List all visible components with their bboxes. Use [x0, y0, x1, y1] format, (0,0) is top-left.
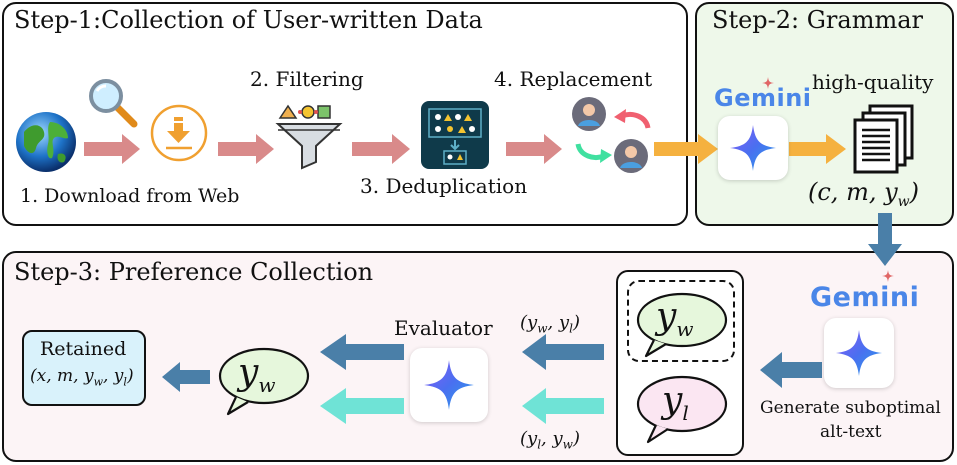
preferred-candidate-dashed-box — [627, 280, 735, 362]
arrow-pair-to-evaluator — [522, 334, 604, 370]
bubble-yw-main: y — [656, 296, 677, 337]
gemini-star-icon — [730, 125, 776, 171]
generate-label-line2: alt-text — [820, 422, 882, 442]
bubble-yw-sub: w — [676, 317, 694, 342]
swap-arrow-red-icon — [614, 109, 651, 129]
step3-title: Step-3: Preference Collection — [14, 258, 374, 286]
bubble-yl-sub: l — [682, 401, 689, 426]
arrow-evaluator-to-winner — [320, 334, 404, 370]
step1-title: Step-1:Collection of User-written Data — [14, 6, 483, 34]
replacement-label: 4. Replacement — [494, 67, 653, 91]
gemini-star-icon — [424, 360, 474, 410]
gemini-spark-icon — [882, 270, 894, 282]
deduplication-label: 3. Deduplication — [360, 174, 528, 198]
step2-title: Step-2: Grammar — [712, 6, 923, 34]
winner-text: yw — [238, 352, 275, 397]
bubble-yw-shape — [636, 292, 728, 358]
retained-s1: w — [93, 375, 103, 389]
output-tuple: (c, m, yw) — [808, 178, 919, 210]
evaluator-label: Evaluator — [394, 316, 493, 340]
retained-tuple: (x, m, yw, yl) — [30, 366, 134, 388]
arrow-step2-to-step3 — [868, 213, 902, 266]
arrow-to-gemini — [654, 134, 718, 164]
deduplication-icon — [421, 101, 489, 169]
winner-sub: w — [258, 373, 276, 398]
pair-top-s1: w — [537, 321, 548, 336]
pair-label-bottom: (yl, yw) — [520, 428, 580, 452]
gemini-logo-step2: Gemini — [714, 84, 812, 112]
pair-bottom-s2: w — [562, 437, 573, 452]
retained-label: Retained — [40, 338, 127, 360]
bubble-yl-main: y — [662, 380, 683, 421]
arrow-replace — [506, 134, 562, 164]
gemini-logo-step3: Gemini — [810, 282, 920, 313]
pair-bottom-mid: , y — [541, 428, 563, 449]
download-label: 1. Download from Web — [20, 185, 240, 207]
magnifier-icon — [89, 79, 138, 128]
arrow-download — [84, 134, 140, 164]
output-tuple-main: (c, m, y — [808, 178, 898, 206]
gemini-spark-icon — [762, 77, 774, 89]
pair-top-a: (y — [520, 312, 538, 333]
user-avatar-icon — [572, 97, 606, 131]
gemini-star-icon — [836, 330, 882, 376]
output-tuple-end: ) — [909, 178, 919, 206]
arrow-winner-to-retained — [162, 362, 210, 392]
output-tuple-sub: w — [897, 193, 910, 210]
arrow-pair-to-evaluator-lower — [522, 388, 604, 424]
generate-label-line1: Generate suboptimal — [760, 398, 941, 418]
filter-funnel-icon — [275, 104, 343, 170]
retained-mid: , y — [102, 366, 124, 386]
retained-end: ) — [126, 366, 134, 386]
retained-tuple-a: (x, m, y — [30, 366, 94, 386]
arrow-gemini-to-pair — [760, 352, 822, 388]
arrow-filter — [218, 134, 274, 164]
bubble-yw-text: yw — [656, 296, 693, 341]
bubble-yl-text: yl — [662, 380, 689, 425]
pair-label-top: (yw, yl) — [520, 312, 580, 336]
documents-stack-icon — [853, 104, 914, 174]
retained-s2: l — [123, 375, 127, 389]
pair-top-s2: l — [569, 321, 573, 336]
arrow-to-output — [789, 134, 846, 164]
bubble-yl-shape — [636, 375, 728, 444]
high-quality-label: high-quality — [812, 70, 934, 94]
pair-bottom-end: ) — [572, 428, 580, 449]
retained-box — [22, 330, 146, 406]
pair-top-end: ) — [572, 312, 580, 333]
pair-top-mid: , y — [547, 312, 570, 333]
user-avatar-icon — [614, 139, 648, 173]
download-icon — [150, 104, 208, 162]
filtering-label: 2. Filtering — [250, 67, 364, 91]
swap-arrow-green-icon — [575, 143, 612, 163]
winner-main: y — [238, 352, 259, 393]
pair-bottom-s1: l — [537, 437, 542, 452]
arrow-evaluator-to-winner-lower — [320, 388, 404, 424]
globe-icon — [16, 112, 76, 172]
winner-bubble-shape — [218, 347, 310, 416]
arrow-dedup — [352, 134, 410, 164]
pair-bottom-a: (y — [520, 428, 538, 449]
